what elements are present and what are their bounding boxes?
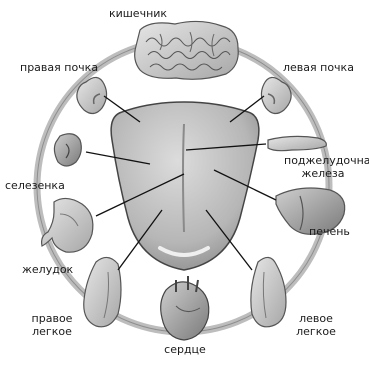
label-spleen: селезенка: [5, 180, 65, 192]
label-right-kidney: правая почка: [20, 62, 98, 74]
right-lung-illustration: [84, 257, 121, 326]
spleen-illustration: [54, 134, 81, 166]
tongue-illustration: [111, 102, 259, 270]
label-liver: печень: [309, 226, 350, 238]
label-stomach: желудок: [22, 264, 73, 276]
label-right-lung-line1: правое: [24, 313, 80, 325]
label-left-kidney: левая почка: [283, 62, 354, 74]
heart-illustration: [161, 276, 209, 340]
intestine-illustration: [135, 21, 239, 79]
pancreas-illustration: [268, 136, 326, 150]
label-heart: сердце: [140, 344, 230, 356]
left-lung-illustration: [251, 257, 286, 326]
label-pancreas-line1: поджелудочная: [284, 155, 369, 167]
label-right-lung-line2: легкое: [24, 326, 80, 338]
label-left-lung-line2: легкое: [288, 326, 344, 338]
label-left-lung-line1: левое: [288, 313, 344, 325]
label-pancreas-line2: железа: [284, 168, 362, 180]
label-intestine: кишечник: [98, 8, 178, 20]
